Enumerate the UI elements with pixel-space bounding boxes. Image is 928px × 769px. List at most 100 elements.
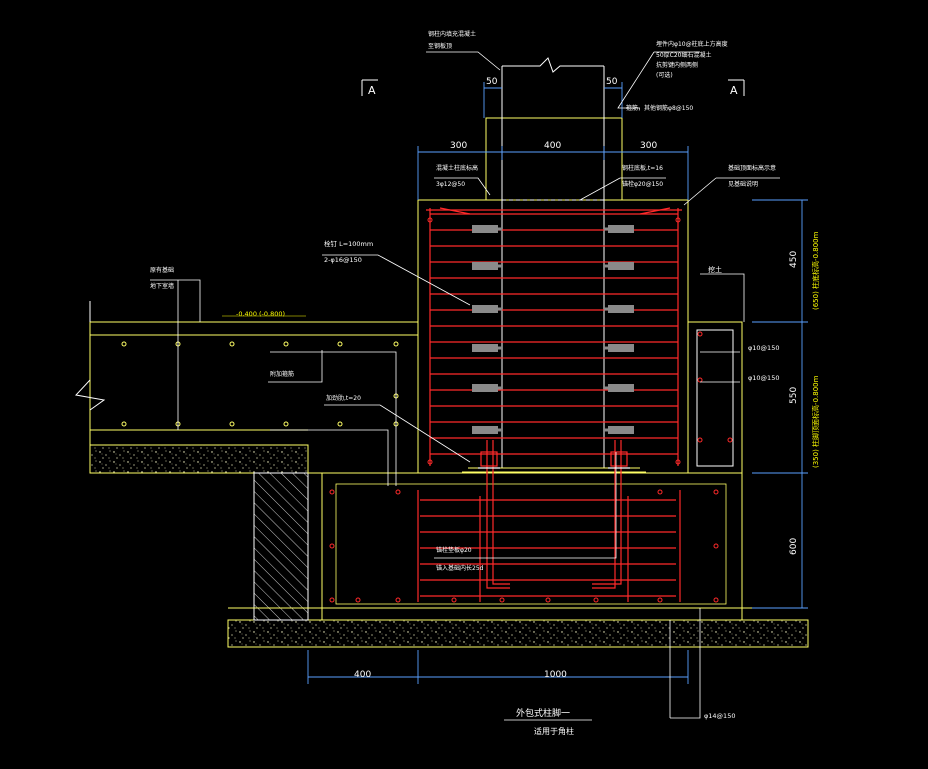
label-top-col-1: 钢柱内填充混凝土: [428, 30, 476, 38]
dim-top-50-left: 50: [486, 77, 498, 87]
slab-rebar-dots: [121, 341, 399, 427]
label-level: -0.400 (-0.800): [236, 310, 285, 318]
footing-bar-dot: [451, 597, 457, 603]
stud-right: [608, 426, 634, 434]
label-mid-right-1: 基础顶面标高示意: [728, 164, 776, 172]
section-label-left: A: [368, 84, 376, 97]
label-top-right-2: 50厚C20细石混凝土: [656, 51, 711, 59]
label-left-note-2: 地下室墙: [150, 282, 174, 290]
drawing-title: 外包式柱脚一: [516, 707, 570, 719]
section-marker-left: [361, 79, 378, 96]
column-bar-dot: [697, 331, 703, 337]
label-right-stirrup-1: φ10@150: [748, 344, 779, 352]
footing-bar-dot: [329, 489, 335, 495]
slab-bar: [121, 421, 127, 427]
right-note-upper: (650) 柱底标高-0.800m: [811, 231, 820, 310]
label-top-right-4: (可选): [656, 71, 673, 79]
footing-bar-dot: [395, 489, 401, 495]
footing-bar-dot: [713, 543, 719, 549]
slab-bar: [121, 341, 127, 347]
label-mid-center-1: 钢柱底板,t=16: [622, 164, 663, 172]
stud-right-shank: [604, 227, 610, 231]
dim-right-450: 450: [789, 251, 799, 268]
label-top-right-3: 抗剪键内侧两侧: [656, 61, 698, 69]
column-bar-dot: [697, 377, 703, 383]
label-bottom-stirrup: φ14@150: [704, 712, 735, 720]
dim-top-300-right: 300: [640, 141, 657, 151]
stud-left: [472, 262, 498, 270]
label-mid-center-2: 锚栓φ20@150: [622, 180, 663, 188]
dim-bottom-400: 400: [354, 670, 371, 680]
stud-left-shank: [496, 346, 502, 350]
slab-bar: [229, 421, 235, 427]
drawing-subtitle: 适用于角柱: [534, 726, 574, 736]
stud-right: [608, 344, 634, 352]
stud-left: [472, 344, 498, 352]
right-note-lower: (350) 柱脚顶面标高-0.800m: [811, 375, 820, 468]
stud-left: [472, 426, 498, 434]
label-mid-left-2: 3φ12@50: [436, 181, 465, 188]
footing-bar-dot: [329, 543, 335, 549]
label-stud-1: 栓钉 L=100mm: [324, 239, 373, 248]
stud-right: [608, 225, 634, 233]
stud-left-shank: [496, 428, 502, 432]
slab-bar: [337, 341, 343, 347]
dim-right-600: 600: [789, 538, 799, 555]
stud-left: [472, 225, 498, 233]
stud-left: [472, 384, 498, 392]
column-bar-dot: [727, 437, 733, 443]
stud-right-shank: [604, 386, 610, 390]
footing-bar-dot: [713, 597, 719, 603]
shear-studs: [472, 225, 634, 434]
label-stud-2: 2-φ16@150: [324, 256, 362, 264]
column-bar-dot: [427, 459, 433, 465]
foundation-outline: [228, 117, 808, 620]
section-label-right: A: [730, 84, 738, 97]
label-right-dim-box: 挖土: [708, 265, 722, 274]
slab-bar: [283, 421, 289, 427]
footing-bar-dot: [355, 597, 361, 603]
existing-slab: [75, 301, 418, 474]
label-mid-left-1: 混凝土柱底标高: [436, 164, 478, 172]
stud-right: [608, 305, 634, 313]
stud-right-shank: [604, 264, 610, 268]
stud-right-shank: [604, 307, 610, 311]
stud-left-shank: [496, 386, 502, 390]
footing-bar-dot: [545, 597, 551, 603]
footing-bar-dot: [657, 489, 663, 495]
wall-hatch: [253, 472, 309, 621]
rebar-hook: [439, 207, 471, 215]
column-bar-dot: [697, 437, 703, 443]
stud-left-shank: [496, 264, 502, 268]
anchor-bolts: [478, 440, 630, 589]
label-mid-right-2: 见基础说明: [728, 180, 758, 188]
foundation-rebar-dots: [329, 217, 733, 603]
column-bar-dot: [427, 217, 433, 223]
dimension-lines: [307, 82, 808, 684]
dim-top-400: 400: [544, 141, 561, 151]
rebar-cage: [417, 207, 682, 602]
footing-bar-dot: [395, 597, 401, 603]
stud-right-shank: [604, 428, 610, 432]
label-top-right-tail: 箍筋，其他钢筋φ8@150: [626, 104, 693, 112]
column-bar-dot: [675, 459, 681, 465]
footing-bar-dot: [713, 489, 719, 495]
dim-top-50-right: 50: [606, 77, 618, 87]
footing-bar-dot: [657, 597, 663, 603]
dim-right-550: 550: [789, 387, 799, 404]
dim-top-300-left: 300: [450, 141, 467, 151]
label-rebar-note-2: 锚入基础内长25d: [436, 564, 484, 572]
footing-bar-dot: [499, 597, 505, 603]
rebar-hook: [639, 207, 671, 215]
slab-bar: [393, 341, 399, 347]
slab-bar: [229, 341, 235, 347]
dim-bottom-1000: 1000: [544, 670, 567, 680]
label-top-col-2: 至钢板顶: [428, 42, 452, 50]
label-rebar-note-1: 锚栓垫板φ20: [436, 546, 472, 554]
leader-lines: [150, 51, 780, 719]
stud-left-shank: [496, 227, 502, 231]
footing-bar-dot: [593, 597, 599, 603]
column-bar-dot: [675, 217, 681, 223]
label-top-right-1: 埋件内φ10@柱底上方高度: [656, 40, 728, 48]
